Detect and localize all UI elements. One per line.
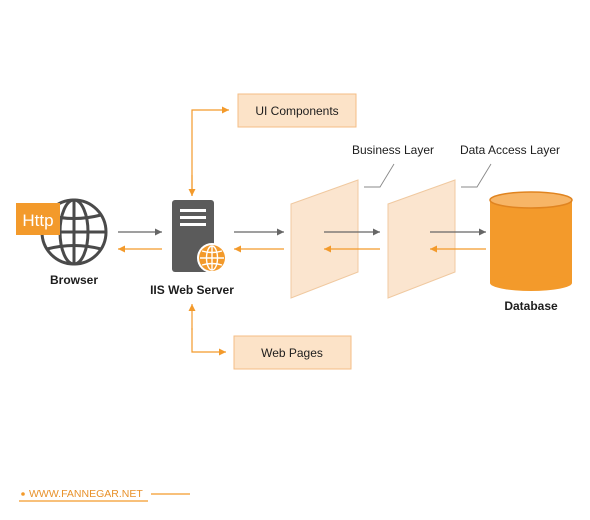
database-node: Database (489, 191, 573, 313)
web-pages-box: Web Pages (233, 335, 352, 370)
business-layer-label: Business Layer (352, 143, 434, 157)
database-label: Database (504, 299, 558, 313)
ui-components-connector (188, 106, 229, 196)
business-layer: Business Layer (290, 143, 434, 299)
ui-components-box: UI Components (237, 93, 357, 128)
web-pages-connector (188, 304, 226, 356)
http-badge: Http (16, 203, 60, 235)
server-node: IIS Web Server (150, 200, 234, 297)
footer-bullet (21, 492, 25, 496)
http-badge-text: Http (22, 211, 53, 230)
data-access-layer-label: Data Access Layer (460, 143, 560, 157)
data-access-layer: Data Access Layer (387, 143, 560, 299)
database-icon (489, 191, 573, 291)
web-globe-icon (197, 243, 227, 273)
business-layer-pointer (364, 163, 395, 188)
footer: WWW.FANNEGAR.NET (19, 488, 190, 502)
footer-website: WWW.FANNEGAR.NET (29, 488, 143, 500)
data-access-layer-pointer (461, 163, 492, 188)
ui-components-label: UI Components (255, 104, 338, 118)
web-pages-label: Web Pages (261, 346, 323, 360)
browser-label: Browser (50, 273, 98, 287)
server-label: IIS Web Server (150, 283, 234, 297)
browser-node: Http Browser (16, 198, 108, 287)
globe-icon (40, 198, 108, 266)
